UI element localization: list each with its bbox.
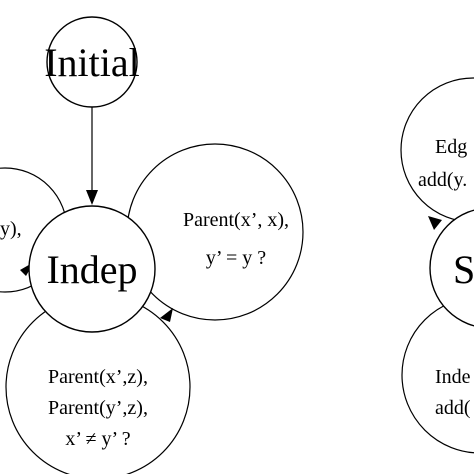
left-loop-label-line-1: y), — [0, 218, 22, 240]
bottom-loop-label-line-3: x’ ≠ y’ ? — [65, 428, 130, 450]
node-initial-label: Initial — [44, 40, 140, 85]
bottom-loop-arrowhead — [160, 308, 173, 322]
right-loop-label-line-1: Parent(x’, x), — [183, 209, 289, 231]
right-top-loop-label-line-2: add(y. — [418, 169, 467, 191]
node-indep-label: Indep — [46, 247, 137, 292]
right-top-loop-label-line-1: Edg — [435, 136, 467, 158]
node-initial-circle — [46, 16, 138, 108]
right-loop-circle — [126, 143, 304, 321]
right-bottom-loop-label-line-1: Inde — [435, 366, 471, 388]
right-bottom-loop-label-line-2: add( — [435, 397, 471, 419]
right-bottom-loop-circle — [401, 296, 474, 454]
right-top-loop-arrowhead — [428, 216, 442, 230]
right-loop-label-line-2: y’ = y ? — [206, 247, 266, 269]
bottom-loop-label-line-2: Parent(y’,z), — [48, 397, 148, 419]
bottom-loop-label-line-1: Parent(x’,z), — [48, 366, 148, 388]
node-right-partial-circle — [429, 209, 474, 327]
edge-initial-to-indep-arrowhead — [86, 190, 98, 205]
node-indep-circle — [28, 205, 156, 333]
node-right-partial-label: S — [453, 247, 474, 292]
